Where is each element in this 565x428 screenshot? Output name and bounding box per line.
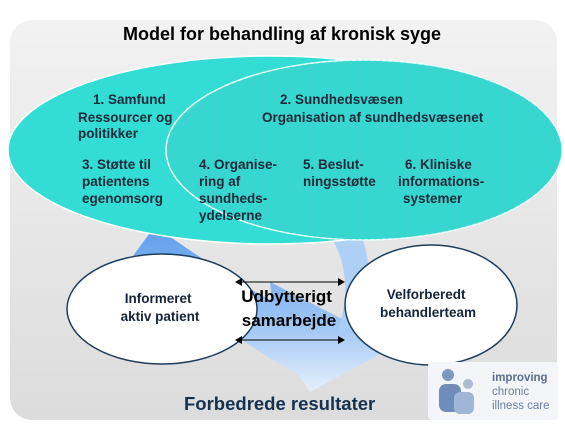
- improving-chronic-illness-care-logo: improving chronic illness care: [428, 362, 558, 420]
- community-subtitle-line: politikker: [78, 126, 139, 141]
- element-line: ningsstøtte: [303, 174, 376, 189]
- community-subtitle-line: Ressourcer og: [78, 110, 173, 125]
- patient-line: Informeret: [125, 291, 192, 306]
- element-line: 6. Kliniske: [405, 157, 472, 172]
- interaction-line: samarbejde: [242, 311, 337, 330]
- logo-text: improving chronic illness care: [492, 372, 551, 412]
- team-label: Velforberedt behandlerteam: [380, 287, 476, 320]
- self-management-support-label: 3. Støtte til patientens egenomsorg: [82, 157, 163, 206]
- health-system-stripes: [166, 60, 562, 240]
- community-subtitle: Ressourcer og politikker: [78, 110, 176, 141]
- element-line: egenomsorg: [82, 191, 163, 206]
- element-line: sundheds-: [199, 191, 267, 206]
- team-line: behandlerteam: [380, 305, 476, 320]
- health-system-subtitle: Organisation af sundhedsvæsenet: [262, 110, 484, 125]
- element-line: informations-: [398, 174, 484, 189]
- clinical-information-systems-label: 6. Kliniske informations- systemer: [398, 157, 488, 206]
- element-line: 3. Støtte til: [82, 157, 151, 172]
- logo-line: improving: [492, 372, 548, 384]
- team-line: Velforberedt: [387, 287, 466, 302]
- delivery-system-design-label: 4. Organise- ring af sundheds- ydelserne: [199, 157, 281, 223]
- element-line: systemer: [403, 191, 463, 206]
- interaction-label: Udbytterigt samarbejde: [241, 287, 336, 330]
- interaction-line: Udbytterigt: [241, 287, 332, 306]
- logo-line: illness care: [492, 400, 550, 412]
- patient-ellipse: [66, 253, 258, 365]
- patient-label: Informeret aktiv patient: [121, 291, 200, 324]
- decision-support-label: 5. Beslut- ningsstøtte: [303, 157, 376, 189]
- diagram-title: Model for behandling af kronisk syge: [123, 24, 441, 44]
- element-line: ring af: [199, 174, 241, 189]
- element-line: ydelserne: [199, 208, 263, 223]
- outcome-label: Forbedrede resultater: [184, 393, 375, 414]
- logo-line: chronic: [492, 386, 529, 398]
- element-line: 4. Organise-: [199, 157, 277, 172]
- element-line: 5. Beslut-: [303, 157, 364, 172]
- health-system-heading: 2. Sundhedsvæsen: [280, 92, 403, 107]
- patient-line: aktiv patient: [121, 309, 200, 324]
- logo-mark-icon: [439, 369, 474, 414]
- community-heading: 1. Samfund: [93, 92, 166, 107]
- element-line: patientens: [82, 174, 150, 189]
